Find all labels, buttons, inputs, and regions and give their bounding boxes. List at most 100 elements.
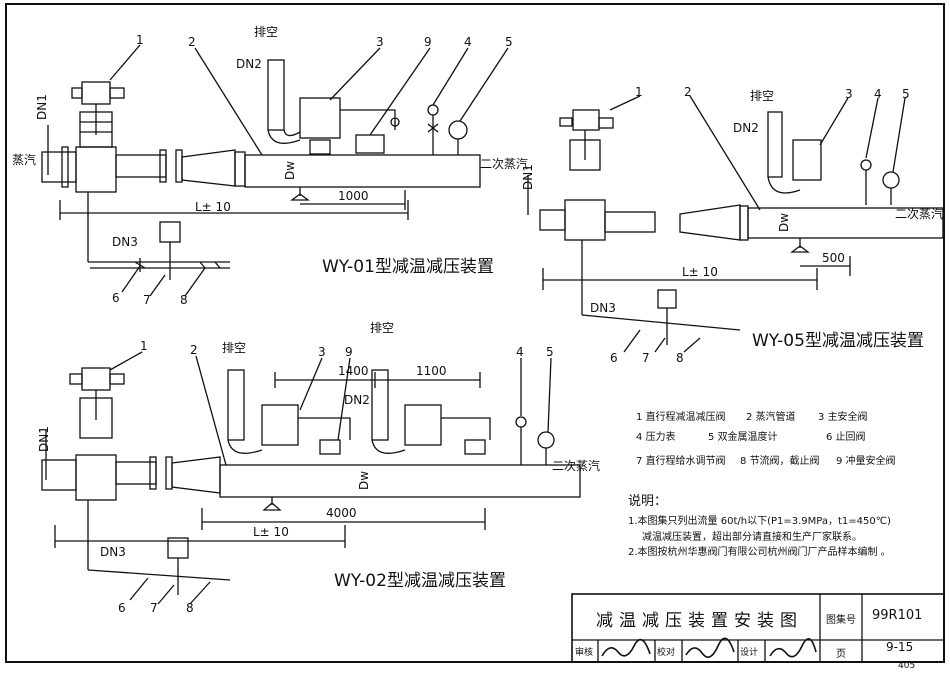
callout-8: 8 (186, 601, 194, 615)
dn3-label: DN3 (590, 301, 616, 315)
callout-1: 1 (635, 85, 643, 99)
legend-text: 蒸汽管道 (755, 412, 796, 423)
callout-3: 3 (376, 35, 384, 49)
legend-item: 8 节流阀，截止阀 (740, 452, 820, 467)
dim-1000: 1000 (338, 189, 369, 203)
callout-4: 4 (464, 35, 472, 49)
callout-5: 5 (546, 345, 554, 359)
legend-num: 3 (818, 412, 825, 423)
legend-num: 9 (836, 456, 843, 467)
callout-3: 3 (318, 345, 326, 359)
callout-9: 9 (424, 35, 432, 49)
valve-actuator (81, 81, 111, 105)
callout-5: 5 (902, 87, 910, 101)
callout-6: 6 (112, 291, 120, 305)
steam-out-label: 二次蒸汽 (480, 156, 528, 171)
dn2-label: DN2 (236, 57, 262, 71)
legend-item: 6 止回阀 (826, 428, 866, 443)
drawing-border (5, 3, 945, 663)
legend-text: 双金属温度计 (717, 432, 778, 443)
legend-num: 5 (708, 432, 715, 443)
steam-out-label: 二次蒸汽 (552, 458, 600, 473)
vent-label: 排空 (750, 89, 774, 103)
atlas-label: 图集号 (826, 615, 856, 626)
callout-8: 8 (180, 293, 188, 307)
callout-7: 7 (642, 351, 650, 365)
legend-item: 7 直行程给水调节阀 (636, 452, 726, 467)
callout-1: 1 (136, 33, 144, 47)
sheet-number: 405 (898, 661, 916, 671)
callout-6: 6 (610, 351, 618, 365)
dn2-label: DN2 (344, 393, 370, 407)
legend-item: 5 双金属温度计 (708, 428, 778, 443)
legend-num: 8 (740, 456, 747, 467)
legend-item: 2 蒸汽管道 (746, 408, 796, 423)
vent-pipe (267, 59, 285, 131)
legend-text: 压力表 (645, 432, 676, 443)
handwritten-signatures (601, 637, 817, 658)
reducer (181, 149, 236, 187)
diagram-wy05 (527, 95, 944, 353)
diagram-title-wy05: WY-05型减温减压装置 (752, 331, 924, 351)
drawing-title: 减温减压装置安装图 (596, 611, 803, 631)
callout-2: 2 (684, 85, 692, 99)
legend-item: 9 冲量安全阀 (836, 452, 896, 467)
callout-2: 2 (188, 35, 196, 49)
page-number: 9-15 (886, 640, 914, 654)
callout-4: 4 (516, 345, 524, 359)
callout-7: 7 (143, 293, 151, 307)
tee (75, 146, 117, 193)
callout-7: 7 (150, 601, 158, 615)
dw-label: Dw (357, 471, 371, 490)
atlas-number: 99R101 (872, 608, 923, 623)
notes-heading: 说明： (628, 494, 668, 509)
diagram-wy02 (41, 351, 581, 605)
dn1-label: DN1 (521, 164, 535, 190)
design-label: 设计 (740, 648, 759, 658)
check-label: 校对 (657, 648, 676, 658)
note-line: 1.本图集只列出流量 60t/h以下(P1=3.9MPa，t1=450℃) (628, 516, 891, 527)
legend-text: 止回阀 (835, 432, 866, 443)
dim-4000: 4000 (326, 506, 357, 520)
callout-9: 9 (345, 345, 353, 359)
legend-item: 4 压力表 (636, 428, 676, 443)
dn3-label: DN3 (100, 545, 126, 559)
dim-l: L± 10 (195, 200, 231, 214)
legend-text: 直行程给水调节阀 (645, 456, 726, 467)
callout-4: 4 (874, 87, 882, 101)
legend-num: 7 (636, 456, 643, 467)
title-block-frame (571, 593, 945, 663)
legend-text: 直行程减温减压阀 (645, 412, 726, 423)
main-pipe (244, 154, 481, 188)
legend-num: 4 (636, 432, 643, 443)
dim-1100: 1100 (416, 364, 447, 378)
callout-6: 6 (118, 601, 126, 615)
steam-in-label: 蒸汽 (12, 152, 36, 167)
diagram-title-wy02: WY-02型减温减压装置 (334, 571, 506, 591)
dim-l: L± 10 (253, 525, 289, 539)
review-label: 审核 (575, 648, 594, 658)
legend-item: 1 直行程减温减压阀 (636, 408, 726, 423)
legend-text: 节流阀，截止阀 (749, 456, 820, 467)
diagram-title-wy01: WY-01型减温减压装置 (322, 257, 494, 277)
steam-out-label: 二次蒸汽 (895, 206, 943, 221)
safety-valve (299, 97, 341, 139)
page-label: 页 (836, 649, 846, 660)
legend-num: 2 (746, 412, 753, 423)
legend-num: 1 (636, 412, 643, 423)
legend-item: 3 主安全阀 (818, 408, 868, 423)
callout-2: 2 (190, 343, 198, 357)
callout-3: 3 (845, 87, 853, 101)
callout-1: 1 (140, 339, 148, 353)
callout-5: 5 (505, 35, 513, 49)
dw-label: Dw (777, 213, 791, 232)
diagram-text: 1 2 3 9 4 5 6 7 8 排空 DN2 蒸汽 二次蒸汽 DN1 Dw … (12, 25, 943, 615)
dn2-label: DN2 (733, 121, 759, 135)
legend-text: 主安全阀 (827, 412, 868, 423)
dn1-label: DN1 (37, 426, 51, 452)
dn1-label: DN1 (35, 94, 49, 120)
legend-text: 冲量安全阀 (845, 456, 896, 467)
legend-num: 6 (826, 432, 833, 443)
diagram-wy01 (41, 44, 509, 297)
